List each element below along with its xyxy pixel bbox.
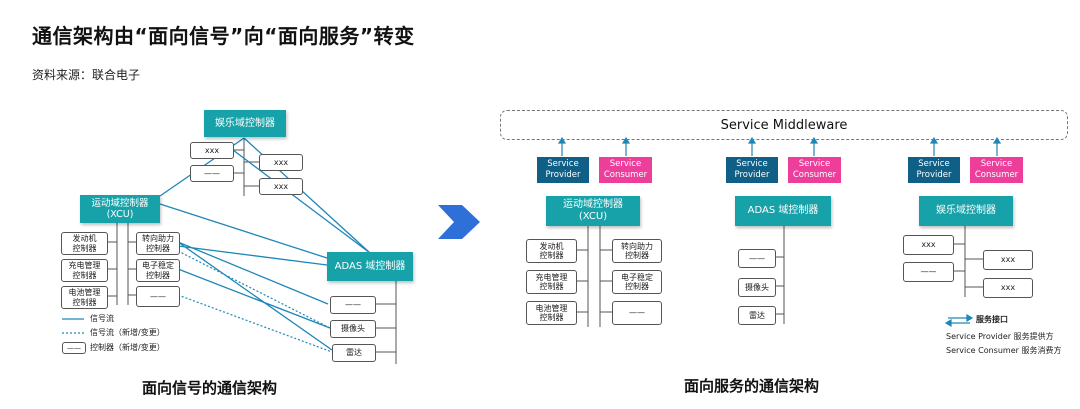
left-caption: 面向信号的通信架构 xyxy=(142,379,278,397)
right-xcu-item-battery: 电池管理 控制器 xyxy=(526,301,577,325)
legend-signal-new: 信号流（新增/变更） xyxy=(90,328,165,337)
right-adas-item-radar: 雷达 xyxy=(738,306,776,325)
service-interface-icon xyxy=(944,313,974,328)
right-ent-item-1: xxx xyxy=(903,235,954,255)
right-motion-controller: 运动域控制器 (XCU) xyxy=(546,196,640,226)
page-title: 通信架构由“面向信号”向“面向服务”转变 xyxy=(32,24,415,48)
right-caption: 面向服务的通信架构 xyxy=(684,377,820,395)
left-adas-controller: ADAS 域控制器 xyxy=(327,252,413,281)
right-xcu-item-stability: 电子稳定 控制器 xyxy=(612,270,662,294)
left-adas-item-camera: 摄像头 xyxy=(330,320,376,338)
legend-controller: 控制器（新增/变更） xyxy=(90,343,165,352)
right-ent-item-3: xxx xyxy=(983,250,1033,270)
right-ent-item-4: xxx xyxy=(983,278,1033,298)
legend-consumer: Service Consumer 服务消费方 xyxy=(946,346,1062,355)
legend-provider: Service Provider 服务提供方 xyxy=(946,332,1054,341)
right-xcu-item-new: —— xyxy=(612,301,662,325)
adas-service-consumer: Service Consumer xyxy=(788,157,841,183)
left-motion-controller: 运动域控制器 (XCU) xyxy=(80,195,160,223)
left-adas-item-new: —— xyxy=(330,296,376,314)
right-xcu-item-steering: 转向助力 控制器 xyxy=(612,239,662,263)
source-note: 资料来源：联合电子 xyxy=(32,68,141,82)
left-ent-item-3: xxx xyxy=(259,154,303,171)
adas-service-provider: Service Provider xyxy=(726,157,778,183)
left-entertainment-controller: 娱乐域控制器 xyxy=(204,110,286,137)
right-ent-item-2: —— xyxy=(903,262,954,282)
right-adas-item-new: —— xyxy=(738,249,776,268)
ent-service-provider: Service Provider xyxy=(908,157,960,183)
left-ent-item-4: xxx xyxy=(259,178,303,195)
xcu-service-consumer: Service Consumer xyxy=(599,157,652,183)
service-middleware: Service Middleware xyxy=(500,110,1068,140)
ent-service-consumer: Service Consumer xyxy=(970,157,1023,183)
left-xcu-item-battery: 电池管理 控制器 xyxy=(61,286,108,309)
right-entertainment-controller: 娱乐域控制器 xyxy=(919,196,1013,226)
right-adas-controller: ADAS 域控制器 xyxy=(735,196,831,226)
left-xcu-item-new: —— xyxy=(136,286,180,307)
legend-service-interface: 服务接口 xyxy=(976,315,1008,324)
left-xcu-item-stability: 电子稳定 控制器 xyxy=(136,259,180,282)
left-xcu-item-engine: 发动机 控制器 xyxy=(61,232,108,255)
right-adas-item-camera: 摄像头 xyxy=(738,278,776,297)
legend-signal: 信号流 xyxy=(90,314,114,323)
right-xcu-item-engine: 发动机 控制器 xyxy=(526,239,577,263)
left-xcu-item-steering: 转向助力 控制器 xyxy=(136,232,180,255)
xcu-service-provider: Service Provider xyxy=(537,157,589,183)
left-ent-item-2: —— xyxy=(190,165,234,182)
right-xcu-item-charging: 充电管理 控制器 xyxy=(526,270,577,294)
left-adas-item-radar: 雷达 xyxy=(332,344,376,362)
left-xcu-item-charging: 充电管理 控制器 xyxy=(61,259,108,282)
left-ent-item-1: xxx xyxy=(190,142,234,159)
legend-controller-swatch: —— xyxy=(62,342,86,354)
